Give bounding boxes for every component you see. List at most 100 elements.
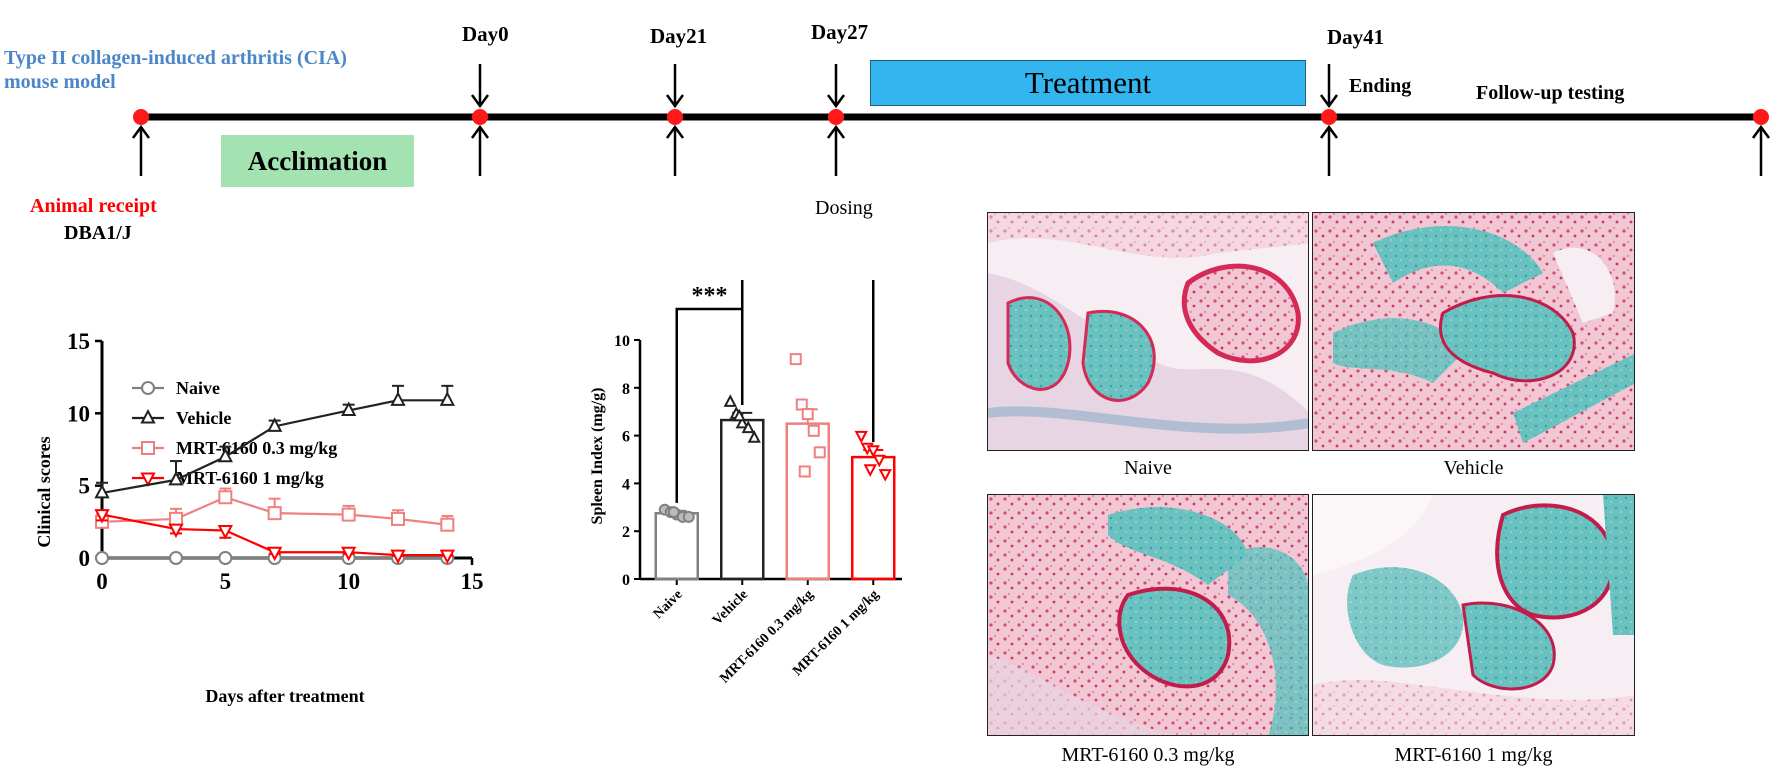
y-tick-label: 15 bbox=[67, 329, 90, 354]
day41-label: Day41 bbox=[1327, 25, 1385, 49]
x-tick-label: 15 bbox=[461, 569, 484, 594]
data-point bbox=[439, 549, 455, 565]
significance-bracket bbox=[741, 280, 875, 442]
data-point bbox=[168, 470, 184, 486]
timeline-dot bbox=[472, 109, 488, 125]
data-point bbox=[391, 511, 405, 526]
data-point bbox=[168, 523, 184, 539]
y-tick-label: 6 bbox=[622, 429, 630, 446]
bar-group-mrt-6160-1-mg-kg bbox=[851, 430, 896, 581]
histology-vehicle bbox=[1312, 212, 1635, 451]
timeline-dot bbox=[828, 109, 844, 125]
data-point bbox=[390, 391, 406, 406]
data-point bbox=[735, 415, 749, 429]
data-point bbox=[267, 546, 283, 562]
treatment-box: Treatment bbox=[870, 60, 1306, 106]
model-title-line1: Type II collagen-induced arthritis (CIA) bbox=[4, 47, 347, 69]
data-point bbox=[813, 446, 826, 459]
legend-marker bbox=[140, 472, 156, 488]
data-point bbox=[169, 551, 183, 565]
data-point bbox=[217, 447, 233, 463]
day27-label: Day27 bbox=[811, 20, 869, 44]
data-point bbox=[798, 465, 811, 478]
data-point bbox=[341, 401, 357, 416]
data-point bbox=[795, 398, 808, 411]
day21-label: Day21 bbox=[650, 24, 708, 48]
x-tick-label: 10 bbox=[337, 569, 360, 594]
histology-caption-naive: Naive bbox=[1124, 457, 1172, 479]
x-tick-label: Vehicle bbox=[710, 587, 751, 628]
bar-group-naive bbox=[654, 503, 699, 581]
x-axis-title: Days after treatment bbox=[205, 686, 364, 706]
significance-label: *** bbox=[692, 283, 728, 309]
data-point bbox=[854, 430, 868, 444]
joint-section-image bbox=[1313, 213, 1634, 450]
y-axis-title: Spleen Index (mg/g) bbox=[589, 388, 606, 525]
timeline-graphic bbox=[131, 64, 1771, 176]
histology-caption-mrt-0-3: MRT-6160 0.3 mg/kg bbox=[1061, 744, 1235, 766]
data-point bbox=[866, 445, 880, 458]
y-tick-label: 0 bbox=[622, 572, 630, 589]
data-point bbox=[217, 525, 233, 540]
data-point bbox=[390, 549, 406, 565]
data-point bbox=[95, 551, 109, 565]
histology-caption-mrt-1: MRT-6160 1 mg/kg bbox=[1394, 744, 1553, 766]
joint-section-image bbox=[1313, 495, 1634, 735]
model-title-line2: mouse model bbox=[4, 71, 116, 93]
histology-mrt-0-3 bbox=[987, 494, 1309, 736]
series-vehicle bbox=[94, 384, 455, 499]
histology-mrt-1 bbox=[1312, 494, 1635, 736]
bar bbox=[720, 418, 765, 581]
data-point bbox=[732, 408, 746, 422]
histology-naive bbox=[987, 212, 1309, 451]
data-point bbox=[169, 511, 183, 526]
data-point bbox=[878, 469, 892, 482]
legend-marker bbox=[141, 441, 155, 455]
bar-group-vehicle bbox=[720, 394, 765, 581]
data-point bbox=[741, 420, 755, 434]
x-tick-label: 0 bbox=[96, 569, 108, 594]
data-point bbox=[94, 483, 110, 499]
timeline-dot bbox=[1753, 109, 1769, 125]
treatment-label: Treatment bbox=[1024, 65, 1152, 100]
data-point bbox=[440, 517, 455, 532]
y-tick-label: 10 bbox=[67, 401, 90, 426]
legend-label: Naive bbox=[176, 378, 220, 398]
data-point bbox=[341, 546, 357, 562]
dosing-label: Dosing bbox=[815, 197, 873, 219]
data-point bbox=[94, 509, 110, 524]
data-point bbox=[723, 394, 737, 407]
model-title: Type II collagen-induced arthritis (CIA)… bbox=[4, 46, 347, 94]
y-tick-label: 0 bbox=[79, 546, 91, 571]
x-tick-label: Naive bbox=[651, 587, 686, 622]
data-point bbox=[747, 430, 761, 443]
joint-section-image bbox=[988, 495, 1308, 735]
timeline-dot bbox=[1321, 109, 1337, 125]
histology-caption-vehicle: Vehicle bbox=[1443, 457, 1504, 479]
data-point bbox=[801, 408, 814, 421]
acclimation-label: Acclimation bbox=[247, 146, 388, 176]
data-point bbox=[667, 506, 680, 519]
ending-label: Ending bbox=[1349, 75, 1412, 97]
data-point bbox=[789, 353, 802, 366]
data-point bbox=[439, 391, 455, 406]
series-mrt-6160-1-mg-kg bbox=[94, 509, 455, 565]
data-point bbox=[267, 417, 283, 432]
data-point bbox=[872, 454, 886, 468]
followup-label: Follow-up testing bbox=[1476, 82, 1625, 104]
day0-label: Day0 bbox=[462, 22, 509, 46]
x-tick-label: 5 bbox=[220, 569, 232, 594]
data-point bbox=[863, 464, 877, 477]
y-tick-label: 10 bbox=[614, 333, 630, 350]
data-point bbox=[682, 510, 695, 523]
acclimation-box: Acclimation bbox=[221, 135, 414, 187]
y-axis-title: Clinical scores bbox=[34, 436, 54, 547]
legend-label: Vehicle bbox=[176, 408, 231, 428]
receipt-label: Animal receipt bbox=[30, 195, 157, 217]
legend-label: MRT-6160 1 mg/kg bbox=[176, 468, 324, 488]
legend-marker bbox=[141, 381, 155, 395]
legend-marker bbox=[140, 408, 156, 424]
data-point bbox=[218, 490, 233, 505]
